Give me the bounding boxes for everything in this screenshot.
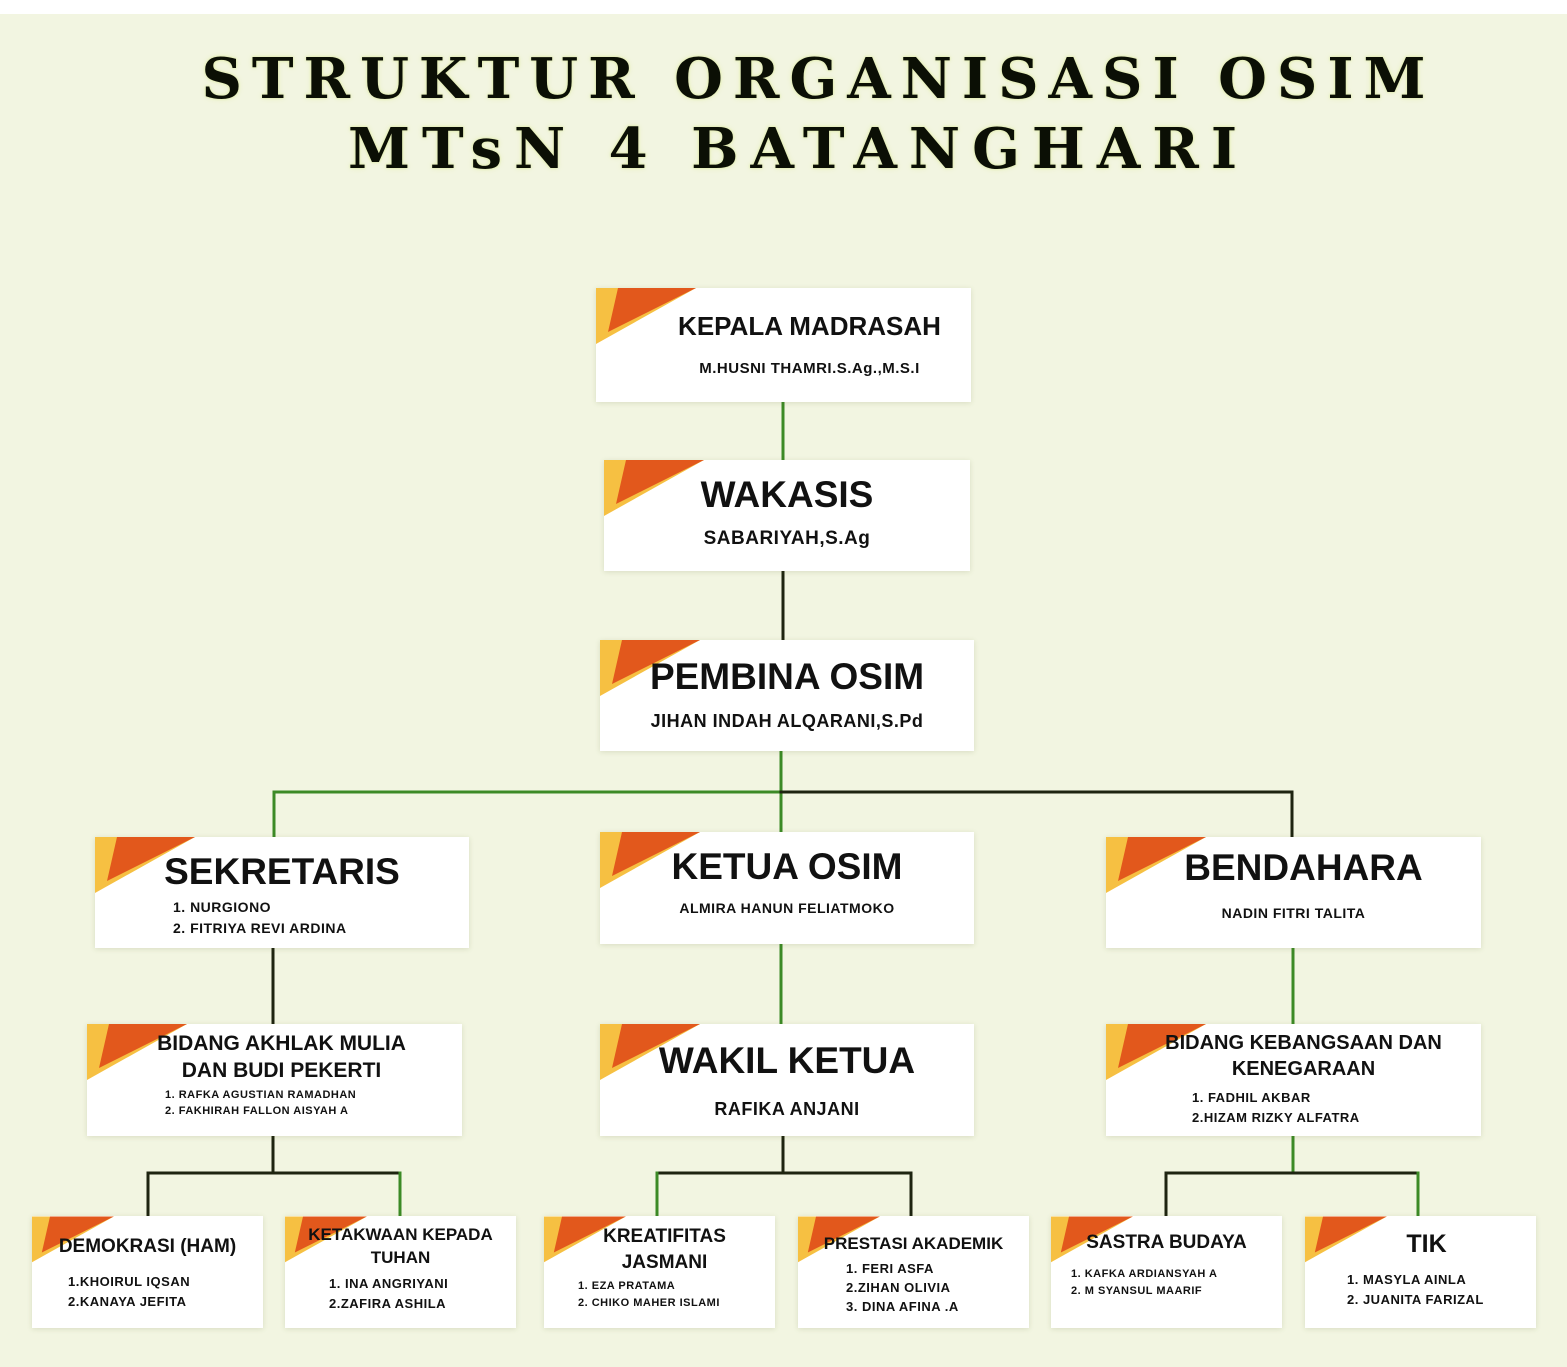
member-name: 1. NURGIONO: [173, 899, 272, 915]
node-prestasi-akademik: PRESTASI AKADEMIK 1. FERI ASFA 2.ZIHAN O…: [798, 1216, 1029, 1328]
member-name: ALMIRA HANUN FELIATMOKO: [679, 900, 895, 916]
member-name: SABARIYAH,S.Ag: [703, 528, 871, 549]
corner-accent-icon: [600, 640, 700, 696]
node-title: KETAKWAAN KEPADA TUHAN: [285, 1224, 516, 1270]
member-name: 1. EZA PRATAMA: [578, 1280, 676, 1292]
node-tik: TIK 1. MASYLA AINLA 2. JUANITA FARIZAL: [1305, 1216, 1536, 1328]
member-list: JIHAN INDAH ALQARANI,S.Pd: [600, 708, 974, 735]
member-name: RAFIKA ANJANI: [714, 1099, 860, 1119]
member-list: 1. FERI ASFA 2.ZIHAN OLIVIA 3. DINA AFIN…: [846, 1260, 1029, 1317]
member-name: 1. MASYLA AINLA: [1347, 1272, 1467, 1287]
node-title: KETUA OSIM: [671, 846, 903, 887]
node-sekretaris: SEKRETARIS 1. NURGIONO 2. FITRIYA REVI A…: [95, 837, 469, 948]
chart-title-line2: MTsN 4 BATANGHARI: [347, 116, 1250, 182]
node-bidang-kebangsaan: BIDANG KEBANGSAAN DAN KENEGARAAN 1. FADH…: [1106, 1024, 1481, 1136]
member-list: 1. INA ANGRIYANI 2.ZAFIRA ASHILA: [329, 1274, 516, 1313]
member-name: 2. FITRIYA REVI ARDINA: [173, 920, 347, 936]
node-bendahara: BENDAHARA NADIN FITRI TALITA: [1106, 837, 1481, 948]
corner-accent-icon: [600, 832, 700, 888]
corner-accent-icon: [1051, 1216, 1133, 1263]
node-title-line: KETAKWAAN KEPADA: [308, 1225, 493, 1244]
node-title: SASTRA BUDAYA: [1086, 1232, 1247, 1253]
member-list: NADIN FITRI TALITA: [1106, 903, 1481, 924]
node-pembina-osim: PEMBINA OSIM JIHAN INDAH ALQARANI,S.Pd: [600, 640, 974, 751]
node-title: WAKASIS: [700, 474, 874, 515]
member-name: 1.KHOIRUL IQSAN: [68, 1274, 191, 1289]
node-kepala-madrasah: KEPALA MADRASAH M.HUSNI THAMRI.S.Ag.,M.S…: [596, 288, 971, 402]
node-title: WAKIL KETUA: [658, 1040, 916, 1081]
member-list: 1. RAFKA AGUSTIAN RAMADHAN 2. FAKHIRAH F…: [165, 1088, 462, 1120]
node-title-line: KREATIFITAS: [603, 1226, 726, 1247]
node-title: PRESTASI AKADEMIK: [823, 1234, 1004, 1253]
member-name: 2. CHIKO MAHER ISLAMI: [578, 1296, 720, 1309]
node-title-line: JASMANI: [621, 1251, 708, 1273]
corner-accent-icon: [87, 1024, 187, 1080]
corner-accent-icon: [544, 1216, 626, 1263]
chart-title-line1: STRUKTUR ORGANISASI OSIM: [201, 46, 1436, 112]
member-name: 1. RAFKA AGUSTIAN RAMADHAN: [165, 1089, 357, 1101]
member-list: ALMIRA HANUN FELIATMOKO: [600, 898, 974, 919]
member-name: JIHAN INDAH ALQARANI,S.Pd: [650, 711, 924, 731]
node-title-line: TUHAN: [370, 1247, 431, 1267]
node-sastra-budaya: SASTRA BUDAYA 1. KAFKA ARDIANSYAH A 2. M…: [1051, 1216, 1282, 1328]
member-name: 3. DINA AFINA .A: [846, 1298, 959, 1314]
member-name: 1. INA ANGRIYANI: [329, 1276, 449, 1291]
node-ketua-osim: KETUA OSIM ALMIRA HANUN FELIATMOKO: [600, 832, 974, 944]
corner-accent-icon: [1106, 1024, 1206, 1080]
member-name: 2.HIZAM RIZKY ALFATRA: [1192, 1109, 1360, 1125]
node-title-line: DAN BUDI PEKERTI: [181, 1059, 382, 1083]
node-title: KREATIFITAS JASMANI: [544, 1224, 775, 1275]
member-name: 2. M SYANSUL MAARIF: [1071, 1284, 1203, 1297]
corner-accent-icon: [798, 1216, 880, 1263]
node-bidang-akhlak-mulia: BIDANG AKHLAK MULIA DAN BUDI PEKERTI 1. …: [87, 1024, 462, 1136]
member-name: 2.ZAFIRA ASHILA: [329, 1295, 447, 1311]
node-ketakwaan: KETAKWAAN KEPADA TUHAN 1. INA ANGRIYANI …: [285, 1216, 516, 1328]
node-title: BIDANG KEBANGSAAN DAN KENEGARAAN: [1106, 1030, 1481, 1082]
member-list: 1. KAFKA ARDIANSYAH A 2. M SYANSUL MAARI…: [1071, 1266, 1282, 1299]
node-title-line: BIDANG AKHLAK MULIA: [157, 1032, 406, 1055]
node-title: PEMBINA OSIM: [649, 656, 925, 697]
node-title-line: KENEGARAAN: [1231, 1058, 1376, 1080]
member-name: 2. JUANITA FARIZAL: [1347, 1291, 1484, 1307]
member-name: 2. FAKHIRAH FALLON AISYAH A: [165, 1104, 349, 1117]
top-strip: [0, 0, 1567, 14]
corner-accent-icon: [1305, 1216, 1387, 1263]
node-title: TIK: [1406, 1230, 1447, 1258]
corner-accent-icon: [95, 837, 195, 893]
node-title: SEKRETARIS: [164, 851, 400, 892]
node-demokrasi: DEMOKRASI (HAM) 1.KHOIRUL IQSAN 2.KANAYA…: [32, 1216, 263, 1328]
corner-accent-icon: [604, 460, 704, 516]
node-title-line: BIDANG KEBANGSAAN DAN: [1165, 1032, 1442, 1054]
corner-accent-icon: [1106, 837, 1206, 893]
node-wakil-ketua: WAKIL KETUA RAFIKA ANJANI: [600, 1024, 974, 1136]
member-list: 1. EZA PRATAMA 2. CHIKO MAHER ISLAMI: [578, 1278, 775, 1311]
corner-accent-icon: [596, 288, 696, 344]
member-name: 1. FERI ASFA: [846, 1261, 934, 1276]
member-list: SABARIYAH,S.Ag: [604, 525, 970, 554]
node-title: BIDANG AKHLAK MULIA DAN BUDI PEKERTI: [87, 1030, 462, 1085]
member-name: 1. FADHIL AKBAR: [1192, 1090, 1311, 1105]
member-list: RAFIKA ANJANI: [600, 1096, 974, 1123]
corner-accent-icon: [32, 1216, 114, 1263]
node-title: BENDAHARA: [1184, 847, 1423, 888]
node-wakasis: WAKASIS SABARIYAH,S.Ag: [604, 460, 970, 571]
node-title: DEMOKRASI (HAM): [58, 1236, 237, 1257]
member-list: M.HUSNI THAMRI.S.Ag.,M.S.I: [596, 358, 971, 381]
node-kreatifitas-jasmani: KREATIFITAS JASMANI 1. EZA PRATAMA 2. CH…: [544, 1216, 775, 1328]
member-name: NADIN FITRI TALITA: [1221, 905, 1366, 921]
member-name: 2.ZIHAN OLIVIA: [846, 1279, 951, 1295]
member-list: 1. NURGIONO 2. FITRIYA REVI ARDINA: [173, 897, 469, 939]
member-list: 1.KHOIRUL IQSAN 2.KANAYA JEFITA: [68, 1272, 263, 1311]
member-name: M.HUSNI THAMRI.S.Ag.,M.S.I: [699, 360, 920, 377]
member-name: 1. KAFKA ARDIANSYAH A: [1071, 1268, 1218, 1280]
corner-accent-icon: [285, 1216, 367, 1263]
member-name: 2.KANAYA JEFITA: [68, 1293, 187, 1309]
member-list: 1. FADHIL AKBAR 2.HIZAM RIZKY ALFATRA: [1192, 1088, 1481, 1127]
member-list: 1. MASYLA AINLA 2. JUANITA FARIZAL: [1347, 1270, 1536, 1309]
node-title: KEPALA MADRASAH: [678, 311, 941, 341]
corner-accent-icon: [600, 1024, 700, 1080]
